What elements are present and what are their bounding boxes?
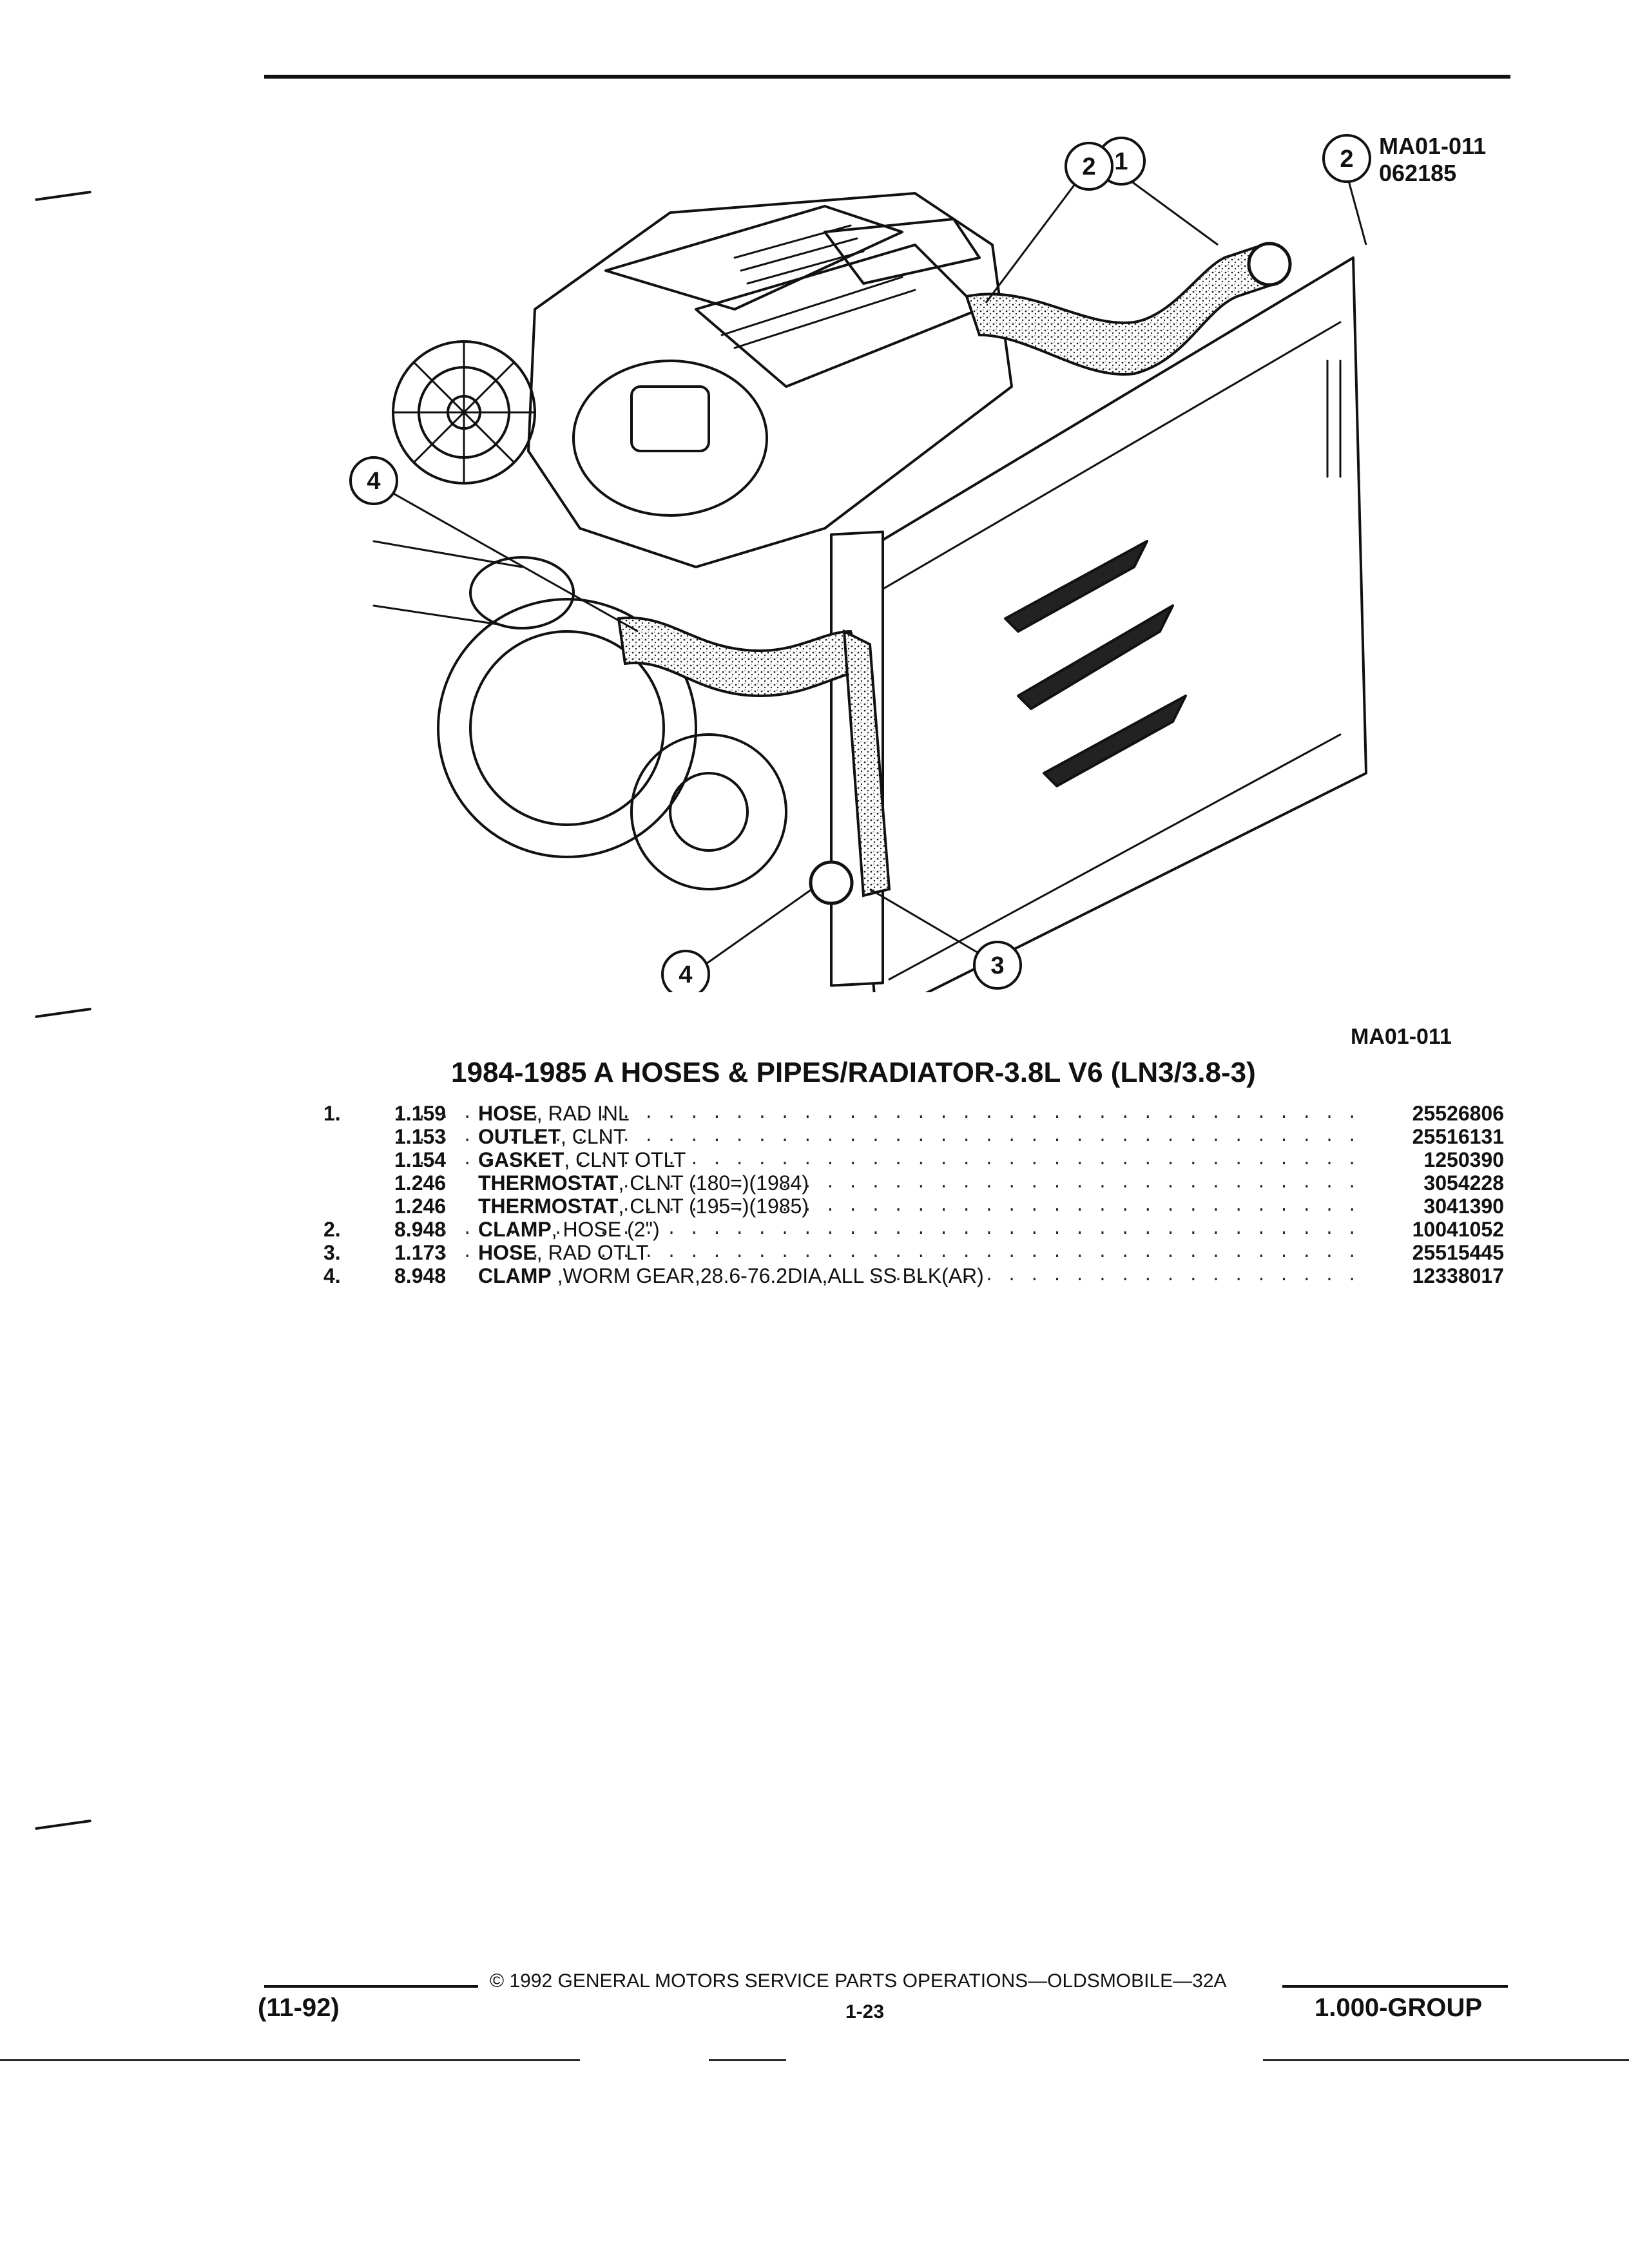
water-pump-pulley [630,733,787,890]
svg-text:4: 4 [367,468,380,495]
part-name: CLAMP [478,1218,552,1241]
group-code: 8.948 [394,1264,447,1287]
part-number: 25516131 [1412,1125,1504,1148]
callout-2b: 2 [1065,142,1113,191]
part-detail: ,WORM GEAR,28.6-76.2DIA,ALL SS BLK(AR) [551,1264,984,1287]
part-name: GASKET [478,1148,564,1171]
upper-radiator-hose [965,243,1278,376]
svg-text:4: 4 [679,961,692,988]
diagram-id: MA01-011 062185 [1379,133,1486,187]
part-number: 25526806 [1412,1102,1504,1125]
group-number: 1.000-GROUP [1315,1994,1483,2022]
group-code: 1.173 [394,1241,447,1264]
dot-leader: . . . . . . . . . . . . . . . . . . . . … [416,1150,1358,1169]
part-name: CLAMP [478,1264,552,1287]
part-description: HOSE, RAD INL [478,1102,630,1125]
part-detail: , HOSE (2") [551,1218,660,1241]
footer-rule-left [264,1985,478,1988]
engine-block [527,192,1013,568]
radiator-inlet-neck [1247,242,1292,287]
part-name: THERMOSTAT [478,1171,619,1195]
part-row: 2. 8.948 CLAMP, HOSE (2") . . . . . . . … [0,1218,1629,1241]
group-code: 1.153 [394,1125,447,1148]
part-row: 1.154 GASKET, CLNT OTLT . . . . . . . . … [0,1148,1629,1171]
svg-text:2: 2 [1082,153,1095,180]
part-name: OUTLET [478,1125,561,1148]
part-detail: , RAD INL [536,1102,630,1125]
callout-3: 3 [973,941,1022,990]
part-name: HOSE [478,1241,537,1264]
part-description: THERMOSTAT, CLNT (195=)(1985) [478,1195,809,1218]
engine-cooling-illustration: 1 2 2 3 4 4 [349,134,1371,992]
copyright: © 1992 GENERAL MOTORS SERVICE PARTS OPER… [490,1970,1227,1992]
part-row: 1. 1.159 HOSE, RAD INL . . . . . . . . .… [0,1102,1629,1125]
part-name: THERMOSTAT [478,1195,619,1218]
page-number: 1-23 [845,2001,885,2023]
punch-hole-mark [35,1007,92,1019]
part-description: THERMOSTAT, CLNT (180=)(1984) [478,1171,809,1195]
part-row: 3. 1.173 HOSE, RAD OTLT . . . . . . . . … [0,1241,1629,1264]
part-number: 3054228 [1423,1171,1504,1195]
air-cleaner [572,360,768,517]
punch-hole-mark [35,190,92,202]
diagram-id-date: 062185 [1379,160,1457,186]
item-number: 1. [323,1102,341,1125]
lower-radiator-hose [617,616,865,698]
part-detail: , CLNT [560,1125,626,1148]
callout-4a: 4 [349,456,398,505]
part-detail: , CLNT (180=)(1984) [618,1171,809,1195]
part-description: CLAMP ,WORM GEAR,28.6-76.2DIA,ALL SS BLK… [478,1264,984,1287]
diagram-id-code: MA01-011 [1379,133,1487,159]
svg-text:3: 3 [990,952,1004,979]
part-row: 4. 8.948 CLAMP ,WORM GEAR,28.6-76.2DIA,A… [0,1264,1629,1287]
part-detail: , CLNT OTLT [564,1148,686,1171]
item-number: 2. [323,1218,341,1241]
punch-hole-mark [35,1819,92,1831]
group-code: 1.246 [394,1171,447,1195]
top-rule [264,75,1510,79]
radiator-outlet-neck [809,860,854,905]
part-detail: , RAD OTLT [536,1241,649,1264]
crank-pulley [437,598,697,858]
part-row: 1.246 THERMOSTAT, CLNT (195=)(1985) . . … [0,1195,1629,1218]
part-row: 1.246 THERMOSTAT, CLNT (180=)(1984) . . … [0,1171,1629,1195]
item-number: 4. [323,1264,341,1287]
group-code: 1.159 [394,1102,447,1125]
part-name: HOSE [478,1102,537,1125]
part-number: 1250390 [1423,1148,1504,1171]
part-number: 3041390 [1423,1195,1504,1218]
dot-leader: . . . . . . . . . . . . . . . . . . . . … [394,1104,1358,1123]
date-code: (11-92) [258,1994,340,2022]
callout-2a: 2 [1322,134,1371,183]
svg-text:1: 1 [1114,148,1128,175]
dot-leader: . . . . . . . . . . . . . . . . . . . . … [871,1266,1358,1285]
group-code: 1.246 [394,1195,447,1218]
bottom-rule-mid [709,2059,786,2061]
item-number: 3. [323,1241,341,1264]
part-detail: , CLNT (195=)(1985) [618,1195,809,1218]
figure-code: MA01-011 [1351,1024,1452,1049]
dot-leader: . . . . . . . . . . . . . . . . . . . . … [394,1127,1358,1146]
part-description: HOSE, RAD OTLT [478,1241,648,1264]
part-number: 12338017 [1412,1264,1504,1287]
part-description: GASKET, CLNT OTLT [478,1148,686,1171]
part-description: CLAMP, HOSE (2") [478,1218,660,1241]
group-code: 8.948 [394,1218,447,1241]
svg-text:2: 2 [1340,146,1353,173]
part-description: OUTLET, CLNT [478,1125,626,1148]
dot-leader: . . . . . . . . . . . . . . . . . . . . … [575,1196,1358,1216]
section-title: 1984-1985 A HOSES & PIPES/RADIATOR-3.8L … [451,1057,1256,1088]
group-code: 1.154 [394,1148,447,1171]
part-number: 10041052 [1412,1218,1504,1241]
dot-leader: . . . . . . . . . . . . . . . . . . . . … [439,1220,1358,1239]
dot-leader: . . . . . . . . . . . . . . . . . . . . … [575,1173,1358,1193]
callout-4b: 4 [661,950,710,992]
footer-rule-right [1282,1985,1508,1988]
bottom-rule-left [0,2059,580,2061]
part-number: 25515445 [1412,1241,1504,1264]
dot-leader: . . . . . . . . . . . . . . . . . . . . … [439,1243,1358,1262]
part-row: 1.153 OUTLET, CLNT . . . . . . . . . . .… [0,1125,1629,1148]
bottom-rule-right [1263,2059,1629,2061]
